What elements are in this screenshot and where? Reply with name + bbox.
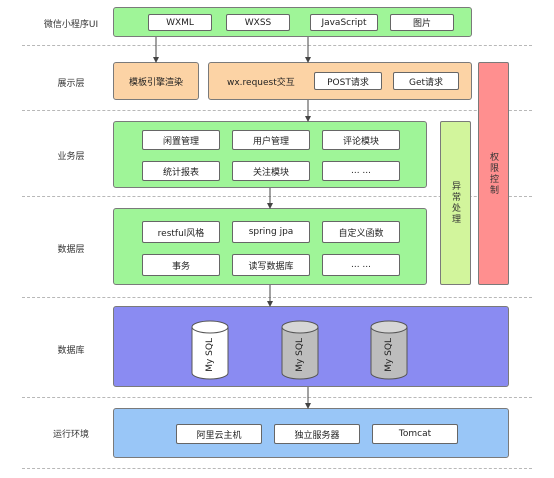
layer-label-presentation: 展示层 xyxy=(57,79,85,89)
layer-divider xyxy=(22,110,532,111)
post-request-chip: POST请求 xyxy=(314,72,382,90)
exception-handling-label: 异常处理 xyxy=(450,181,460,225)
business-panel: 闲置管理 用户管理 评论模块 统计报表 关注模块 ... ... xyxy=(113,121,427,188)
miniprogram-ui-panel: WXML WXSS JavaScript 图片 xyxy=(113,7,472,37)
ui-item-image: 图片 xyxy=(390,14,454,31)
runtime-item: Tomcat xyxy=(372,424,458,444)
cylinder-icon xyxy=(281,320,319,380)
business-item: 评论模块 xyxy=(322,130,400,150)
ui-item-wxss: WXSS xyxy=(226,14,290,31)
business-item: ... ... xyxy=(322,161,400,181)
business-item: 关注模块 xyxy=(232,161,310,181)
cylinder-icon xyxy=(370,320,408,380)
layer-label-miniprogram-ui: 微信小程序UI xyxy=(43,20,99,30)
layer-divider xyxy=(22,297,532,298)
ui-item-javascript: JavaScript xyxy=(310,14,378,31)
template-render-label: 模板引擎渲染 xyxy=(128,77,183,88)
layer-label-runtime: 运行环境 xyxy=(52,430,89,440)
cylinder-icon xyxy=(191,320,229,380)
get-request-chip: Get请求 xyxy=(393,72,459,90)
business-item: 闲置管理 xyxy=(142,130,220,150)
database-cylinder: My SQL xyxy=(281,319,319,381)
layer-divider xyxy=(22,196,532,197)
layer-divider xyxy=(22,397,532,398)
runtime-item: 独立服务器 xyxy=(274,424,360,444)
data-item: restful风格 xyxy=(142,221,220,243)
runtime-item: 阿里云主机 xyxy=(176,424,262,444)
database-cylinder: My SQL xyxy=(191,319,229,381)
data-item: 事务 xyxy=(142,254,220,276)
data-item: 自定义函数 xyxy=(322,221,400,243)
data-item: ... ... xyxy=(322,254,400,276)
layer-label-data: 数据层 xyxy=(57,245,85,255)
data-panel: restful风格 spring jpa 自定义函数 事务 读写数据库 ... … xyxy=(113,208,427,285)
layer-label-business: 业务层 xyxy=(57,152,85,162)
data-item: spring jpa xyxy=(232,221,310,243)
permission-control-label: 权限控制 xyxy=(488,151,498,196)
database-panel: My SQL My SQL My SQL xyxy=(113,306,509,387)
business-item: 用户管理 xyxy=(232,130,310,150)
runtime-panel: 阿里云主机 独立服务器 Tomcat xyxy=(113,408,509,458)
business-item: 统计报表 xyxy=(142,161,220,181)
wx-request-label: wx.request交互 xyxy=(227,78,295,88)
exception-handling-box: 异常处理 xyxy=(440,121,471,285)
layer-label-database: 数据库 xyxy=(57,346,85,356)
data-item: 读写数据库 xyxy=(232,254,310,276)
ui-item-wxml: WXML xyxy=(148,14,212,31)
layer-divider xyxy=(22,45,532,46)
database-cylinder: My SQL xyxy=(370,319,408,381)
layer-divider xyxy=(22,468,532,469)
permission-control-box: 权限控制 xyxy=(478,62,509,285)
wx-request-group: wx.request交互 POST请求 Get请求 xyxy=(208,62,472,100)
